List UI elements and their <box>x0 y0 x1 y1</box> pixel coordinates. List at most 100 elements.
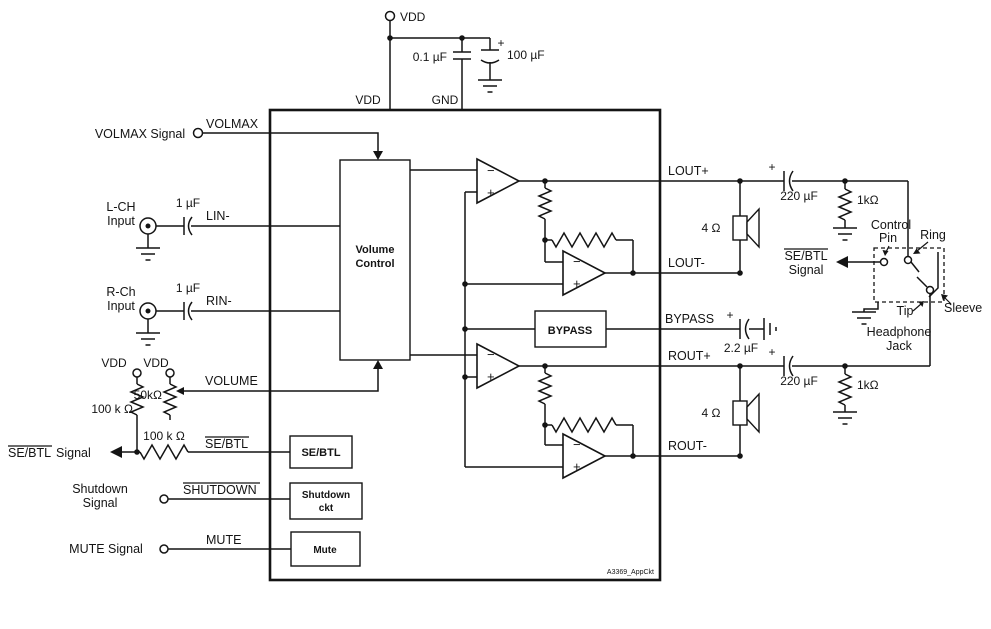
jack-ring-spring <box>910 261 920 273</box>
opamp-r2 <box>562 432 607 480</box>
sebtl-signal-label-1: SE/BTL <box>8 446 51 460</box>
cap-220uf-l-curve <box>788 170 794 192</box>
jack-name-label-2: Jack <box>886 339 912 353</box>
cap-2p2uf-curve <box>744 318 750 340</box>
ic-pin-vdd-label: VDD <box>355 93 381 107</box>
opamp-r1-minus: − <box>487 347 495 362</box>
vdd-terminal-a <box>132 368 142 378</box>
jack-sleeve-label: Sleeve <box>944 301 982 315</box>
shutdown-block <box>289 482 363 520</box>
resistor-100k-series-label: 100 k Ω <box>143 429 185 443</box>
jack-tip-contact <box>925 285 935 295</box>
ic-pin-rin-label: RIN- <box>206 294 232 308</box>
mute-terminal <box>159 544 169 554</box>
sebtl-signal-label-2: Signal <box>56 446 91 460</box>
jack-control-pointer <box>882 250 889 256</box>
output-networks: LOUT+ LOUT- BYPASS ROUT+ ROUT- 4 Ω + 220… <box>665 160 879 456</box>
mute-block <box>290 531 361 567</box>
volmax-signal-label: VOLMAX Signal <box>95 127 185 141</box>
jack-control-contact <box>879 257 889 267</box>
shutdown-row: Shutdown Signal SHUTDOWN Shutdown ckt <box>72 482 363 520</box>
rch-label-2: Input <box>107 299 135 313</box>
feedback-resistor-r1 <box>537 372 553 405</box>
jack-sleeve-bar <box>928 252 939 298</box>
cap-1uf-r-curve <box>187 301 193 321</box>
rch-ground <box>136 319 160 346</box>
cap-220uf-r-plus: + <box>768 345 775 359</box>
ic-pin-routp-label: ROUT+ <box>668 349 711 363</box>
speaker-left-horn <box>746 207 760 249</box>
volume-control-block: Volume Control <box>339 159 411 361</box>
cap-100uf-plus: + <box>497 36 504 50</box>
jack-ring-pointer <box>913 248 921 254</box>
jack-sebtl-label-1: SE/BTL <box>784 249 827 263</box>
sebtl-row: SE/BTL Signal 100 k Ω SE/BTL SE/BTL <box>8 429 353 469</box>
opamp-l1 <box>476 157 521 205</box>
sebtl-block-label: SE/BTL <box>301 447 340 459</box>
shutdown-block-label-1: Shutdown <box>302 490 350 501</box>
resistor-100k-pullup <box>129 383 145 416</box>
ic-outline <box>268 108 662 582</box>
cap-2p2uf-plus: + <box>726 308 733 322</box>
volmax-terminal <box>192 127 204 139</box>
volume-arrow <box>373 360 383 369</box>
speaker-left <box>732 215 748 241</box>
vdd-terminal-b <box>165 368 175 378</box>
pot-wiper-arrow <box>176 387 184 395</box>
resistor-1k-right <box>837 373 853 406</box>
shutdown-signal-label-2: Signal <box>83 496 118 510</box>
shutdown-block-label-2: ckt <box>319 503 334 514</box>
jack-tip-spring <box>916 276 928 288</box>
jack-sebtl-arrow <box>836 256 848 268</box>
cap-1uf-l-label: 1 µF <box>176 196 200 210</box>
vdd-top-label: VDD <box>400 10 426 24</box>
cap-100uf-label: 100 µF <box>507 48 545 62</box>
resistor-1k-left <box>837 188 853 221</box>
opamp-l2-minus: − <box>573 254 581 269</box>
jack-ring-contact <box>903 255 913 265</box>
vdd-label-a: VDD <box>101 356 127 370</box>
volume-pot-section: VDD 100 k Ω VDD 50kΩ VOLUME <box>91 356 383 452</box>
power-section: VDD 0.1 µF + 100 µF VDD GND <box>355 10 545 110</box>
junction-dots <box>387 35 848 459</box>
bypass-block-label: BYPASS <box>548 325 592 337</box>
speaker-left-label: 4 Ω <box>702 221 721 235</box>
ic-pin-loutp-label: LOUT+ <box>668 164 709 178</box>
jack-tip-pointer <box>918 301 924 307</box>
opamp-r2-minus: − <box>573 437 581 452</box>
ic-pin-routm-label: ROUT- <box>668 439 707 453</box>
potentiometer-50k <box>162 383 178 416</box>
potentiometer-50k-label: 50kΩ <box>134 388 162 402</box>
ic-pin-gnd-label: GND <box>432 93 459 107</box>
opamp-r1-plus: + <box>487 369 495 384</box>
speaker-right <box>732 400 748 426</box>
resistor-1k-left-ground <box>833 220 857 241</box>
cap-2p2uf-label: 2.2 µF <box>724 341 758 355</box>
jack-sebtl-label-2: Signal <box>789 263 824 277</box>
cap-0p1uf <box>453 51 471 60</box>
sebtl-block <box>289 435 353 469</box>
feedback-resistor-r2 <box>551 416 617 434</box>
opamp-l1-minus: − <box>487 163 495 178</box>
cap-1uf-r-label: 1 µF <box>176 281 200 295</box>
cap-220uf-r-curve <box>788 355 794 377</box>
ic-pin-bypass-label: BYPASS <box>665 312 714 326</box>
ic-internals: BYPASS − + − + − + − + A3369_AppCkt <box>410 157 931 576</box>
volmax-row: VOLMAX Signal VOLMAX <box>95 117 383 160</box>
volmax-wire <box>202 132 379 151</box>
mute-row: MUTE Signal MUTE Mute <box>69 531 361 567</box>
ic-pin-mute-label: MUTE <box>206 533 241 547</box>
opamp-r2-plus: + <box>573 459 581 474</box>
speaker-right-label: 4 Ω <box>702 406 721 420</box>
cap-220uf-l-plus: + <box>768 160 775 174</box>
ic-pin-sebtl-label: SE/BTL <box>205 437 248 451</box>
shutdown-terminal <box>159 494 169 504</box>
opamp-l2-plus: + <box>573 276 581 291</box>
sebtl-left-arrow <box>110 446 122 458</box>
resistor-100k-pullup-label: 100 k Ω <box>91 402 133 416</box>
opamp-r1 <box>476 342 521 390</box>
rch-input: R-Ch Input 1 µF RIN- <box>106 281 340 346</box>
mute-signal-label: MUTE Signal <box>69 542 143 556</box>
volume-wire <box>184 369 379 392</box>
